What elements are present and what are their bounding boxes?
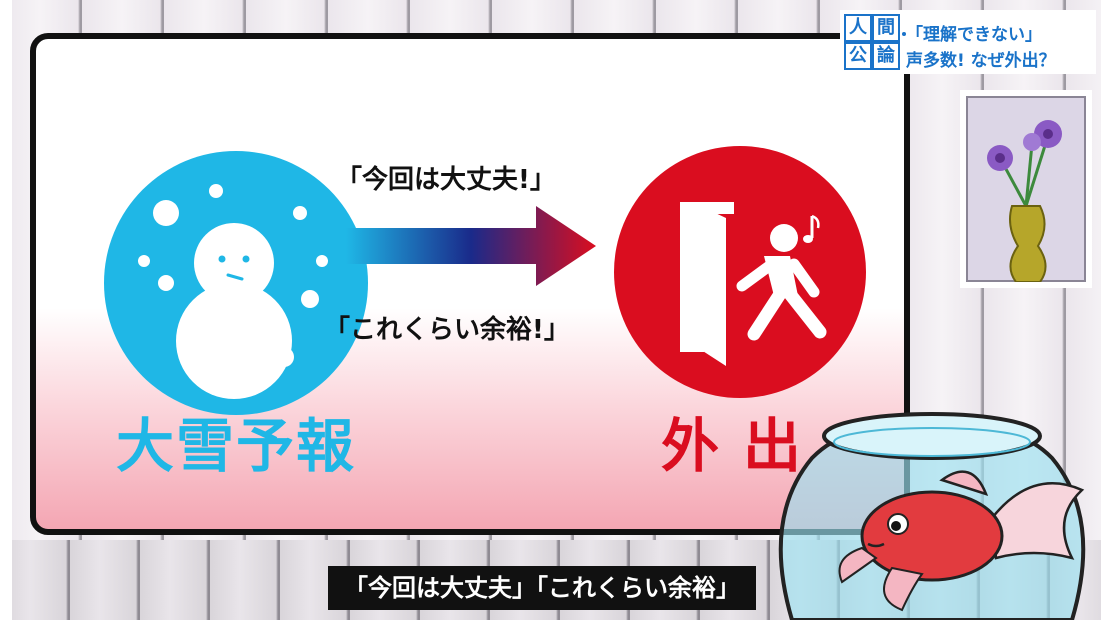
arrow-icon [346, 206, 596, 286]
quote-this-much-easy: 「これくらい余裕!」 [324, 315, 570, 345]
badge-headline-2: 声多数! なぜ外出？ [906, 51, 1056, 71]
flower-vase-icon [987, 120, 1062, 283]
badge-kanji-3: 公 [844, 42, 872, 70]
badge-kanji-4: 論 [872, 42, 900, 70]
badge-kanji-1: 人 [844, 14, 872, 42]
badge-dot [902, 32, 906, 36]
framed-picture [960, 90, 1092, 288]
program-badge: 人 間 公 論 「理解できない」 声多数! なぜ外出？ [840, 10, 1096, 74]
going-out-label: 外出 [660, 412, 825, 480]
snowman-icon [138, 184, 328, 399]
badge-kanji-2: 間 [872, 14, 900, 42]
exit-door-icon [680, 202, 827, 366]
quote-this-time-ok: 「今回は大丈夫!」 [336, 165, 556, 195]
left-border [0, 0, 12, 620]
fishbowl-icon [778, 412, 1086, 620]
illustration-board: 大雪予報 「今回は大丈夫!」 「これくらい余裕!」 [30, 33, 910, 535]
goldfish-icon [838, 470, 1085, 612]
heavy-snow-forecast-label: 大雪予報 [115, 412, 356, 480]
subtitle-caption: 「今回は大丈夫」「これくらい余裕」 [328, 566, 756, 610]
going-out-circle [614, 146, 866, 398]
snow-forecast-circle [104, 151, 368, 415]
badge-headline-1: 「理解できない」 [906, 25, 1042, 45]
